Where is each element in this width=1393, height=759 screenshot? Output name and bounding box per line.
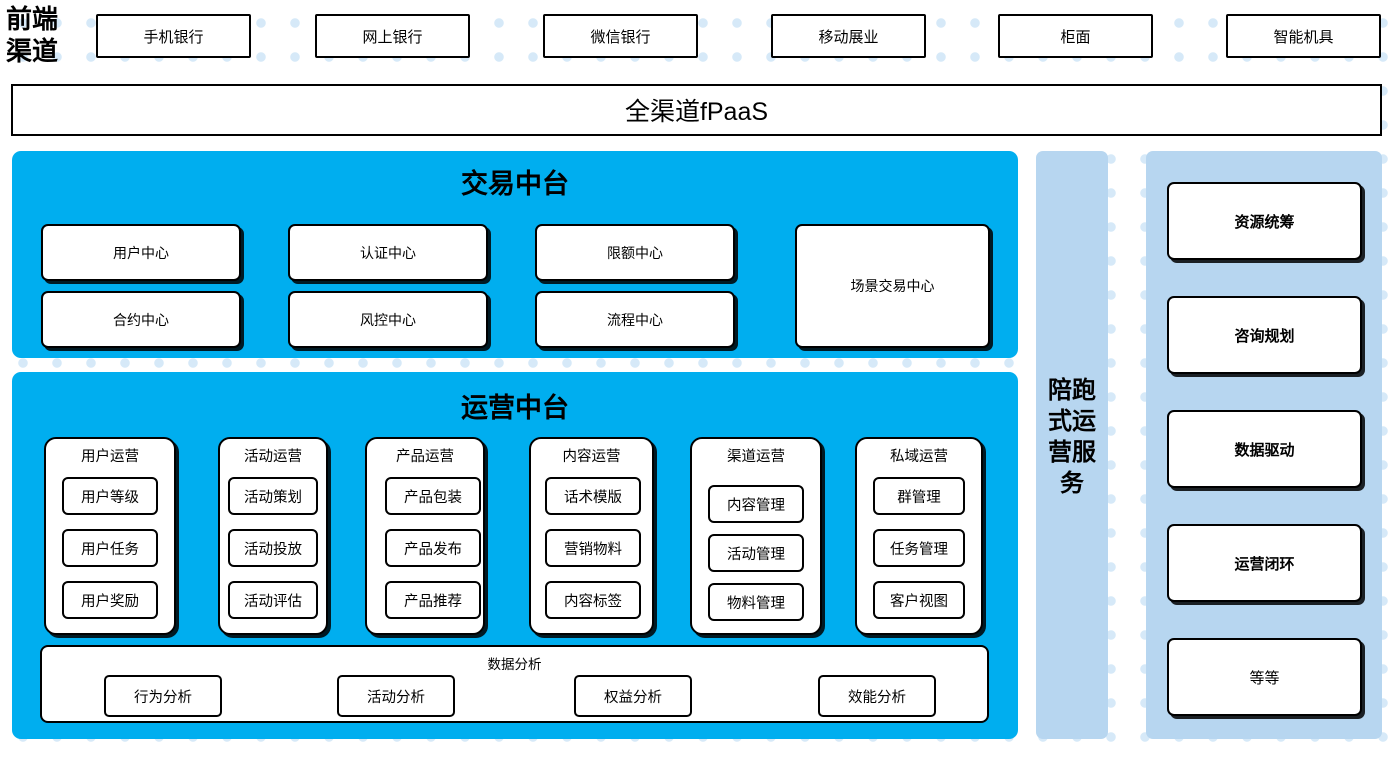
op-item-content-manage[interactable]: 内容管理	[708, 485, 804, 523]
op-column-title-channel: 渠道运营	[727, 449, 785, 465]
da-item-behavior-analysis[interactable]: 行为分析	[104, 675, 222, 717]
op-item-content-tag[interactable]: 内容标签	[545, 581, 641, 619]
op-item-asset-manage[interactable]: 物料管理	[708, 583, 804, 621]
transaction-platform-title: 交易中台	[461, 169, 569, 199]
da-item-activity-analysis[interactable]: 活动分析	[337, 675, 455, 717]
channel-box-counter[interactable]: 柜面	[998, 14, 1153, 58]
front-channel-label-line-2: 渠道	[6, 37, 59, 66]
channel-box-mobile-biz[interactable]: 移动展业	[771, 14, 926, 58]
op-item-user-reward[interactable]: 用户奖励	[62, 581, 158, 619]
op-item-group-manage[interactable]: 群管理	[873, 477, 965, 515]
service-label-line-4: 务	[1060, 470, 1084, 497]
fpaas-bar[interactable]: 全渠道fPaaS	[11, 84, 1382, 136]
op-item-user-level[interactable]: 用户等级	[62, 477, 158, 515]
operation-platform-title: 运营中台	[461, 393, 569, 423]
op-item-product-recommend[interactable]: 产品推荐	[385, 581, 481, 619]
data-analysis-title: 数据分析	[487, 657, 542, 672]
op-item-user-task[interactable]: 用户任务	[62, 529, 158, 567]
op-column-title-private-domain: 私域运营	[890, 449, 948, 465]
op-item-marketing-asset[interactable]: 营销物料	[545, 529, 641, 567]
op-column-title-content: 内容运营	[562, 449, 621, 465]
op-item-product-package[interactable]: 产品包装	[385, 477, 481, 515]
channel-box-smart-device[interactable]: 智能机具	[1226, 14, 1381, 58]
tx-box-risk-center[interactable]: 风控中心	[288, 291, 488, 348]
op-item-activity-review[interactable]: 活动评估	[228, 581, 318, 619]
service-label-line-1: 陪跑	[1048, 377, 1096, 404]
op-item-activity-manage[interactable]: 活动管理	[708, 534, 804, 572]
tx-box-limit-center[interactable]: 限额中心	[535, 224, 735, 281]
service-label-line-2: 式运	[1048, 408, 1096, 435]
tx-box-user-center[interactable]: 用户中心	[41, 224, 241, 281]
tx-box-contract-center[interactable]: 合约中心	[41, 291, 241, 348]
tx-box-auth-center[interactable]: 认证中心	[288, 224, 488, 281]
channel-box-mobile-bank[interactable]: 手机银行	[96, 14, 251, 58]
tx-box-process-center[interactable]: 流程中心	[535, 291, 735, 348]
op-item-customer-view[interactable]: 客户视图	[873, 581, 965, 619]
da-item-benefit-analysis[interactable]: 权益分析	[574, 675, 692, 717]
service-box-data-driven[interactable]: 数据驱动	[1167, 410, 1362, 488]
tx-box-scene-trade-center[interactable]: 场景交易中心	[795, 224, 990, 348]
da-item-efficiency-analysis[interactable]: 效能分析	[818, 675, 936, 717]
service-sidebar-label: 陪跑 式运 营服 务	[1040, 375, 1104, 499]
op-column-title-activity: 活动运营	[244, 449, 302, 465]
op-item-task-manage[interactable]: 任务管理	[873, 529, 965, 567]
op-item-activity-launch[interactable]: 活动投放	[228, 529, 318, 567]
op-item-script-template[interactable]: 话术模版	[545, 477, 641, 515]
channel-box-wechat-bank[interactable]: 微信银行	[543, 14, 698, 58]
op-column-title-user: 用户运营	[81, 449, 139, 465]
service-label-line-3: 营服	[1048, 439, 1096, 466]
front-channel-label: 前端 渠道	[6, 2, 78, 70]
service-box-operation-loop[interactable]: 运营闭环	[1167, 524, 1362, 602]
channel-box-online-bank[interactable]: 网上银行	[315, 14, 470, 58]
op-column-title-product: 产品运营	[396, 449, 454, 465]
service-box-consulting-planning[interactable]: 咨询规划	[1167, 296, 1362, 374]
service-box-etc[interactable]: 等等	[1167, 638, 1362, 716]
front-channel-label-line-1: 前端	[6, 5, 59, 34]
service-box-resource-coordination[interactable]: 资源统筹	[1167, 182, 1362, 260]
op-item-activity-plan[interactable]: 活动策划	[228, 477, 318, 515]
op-item-product-release[interactable]: 产品发布	[385, 529, 481, 567]
